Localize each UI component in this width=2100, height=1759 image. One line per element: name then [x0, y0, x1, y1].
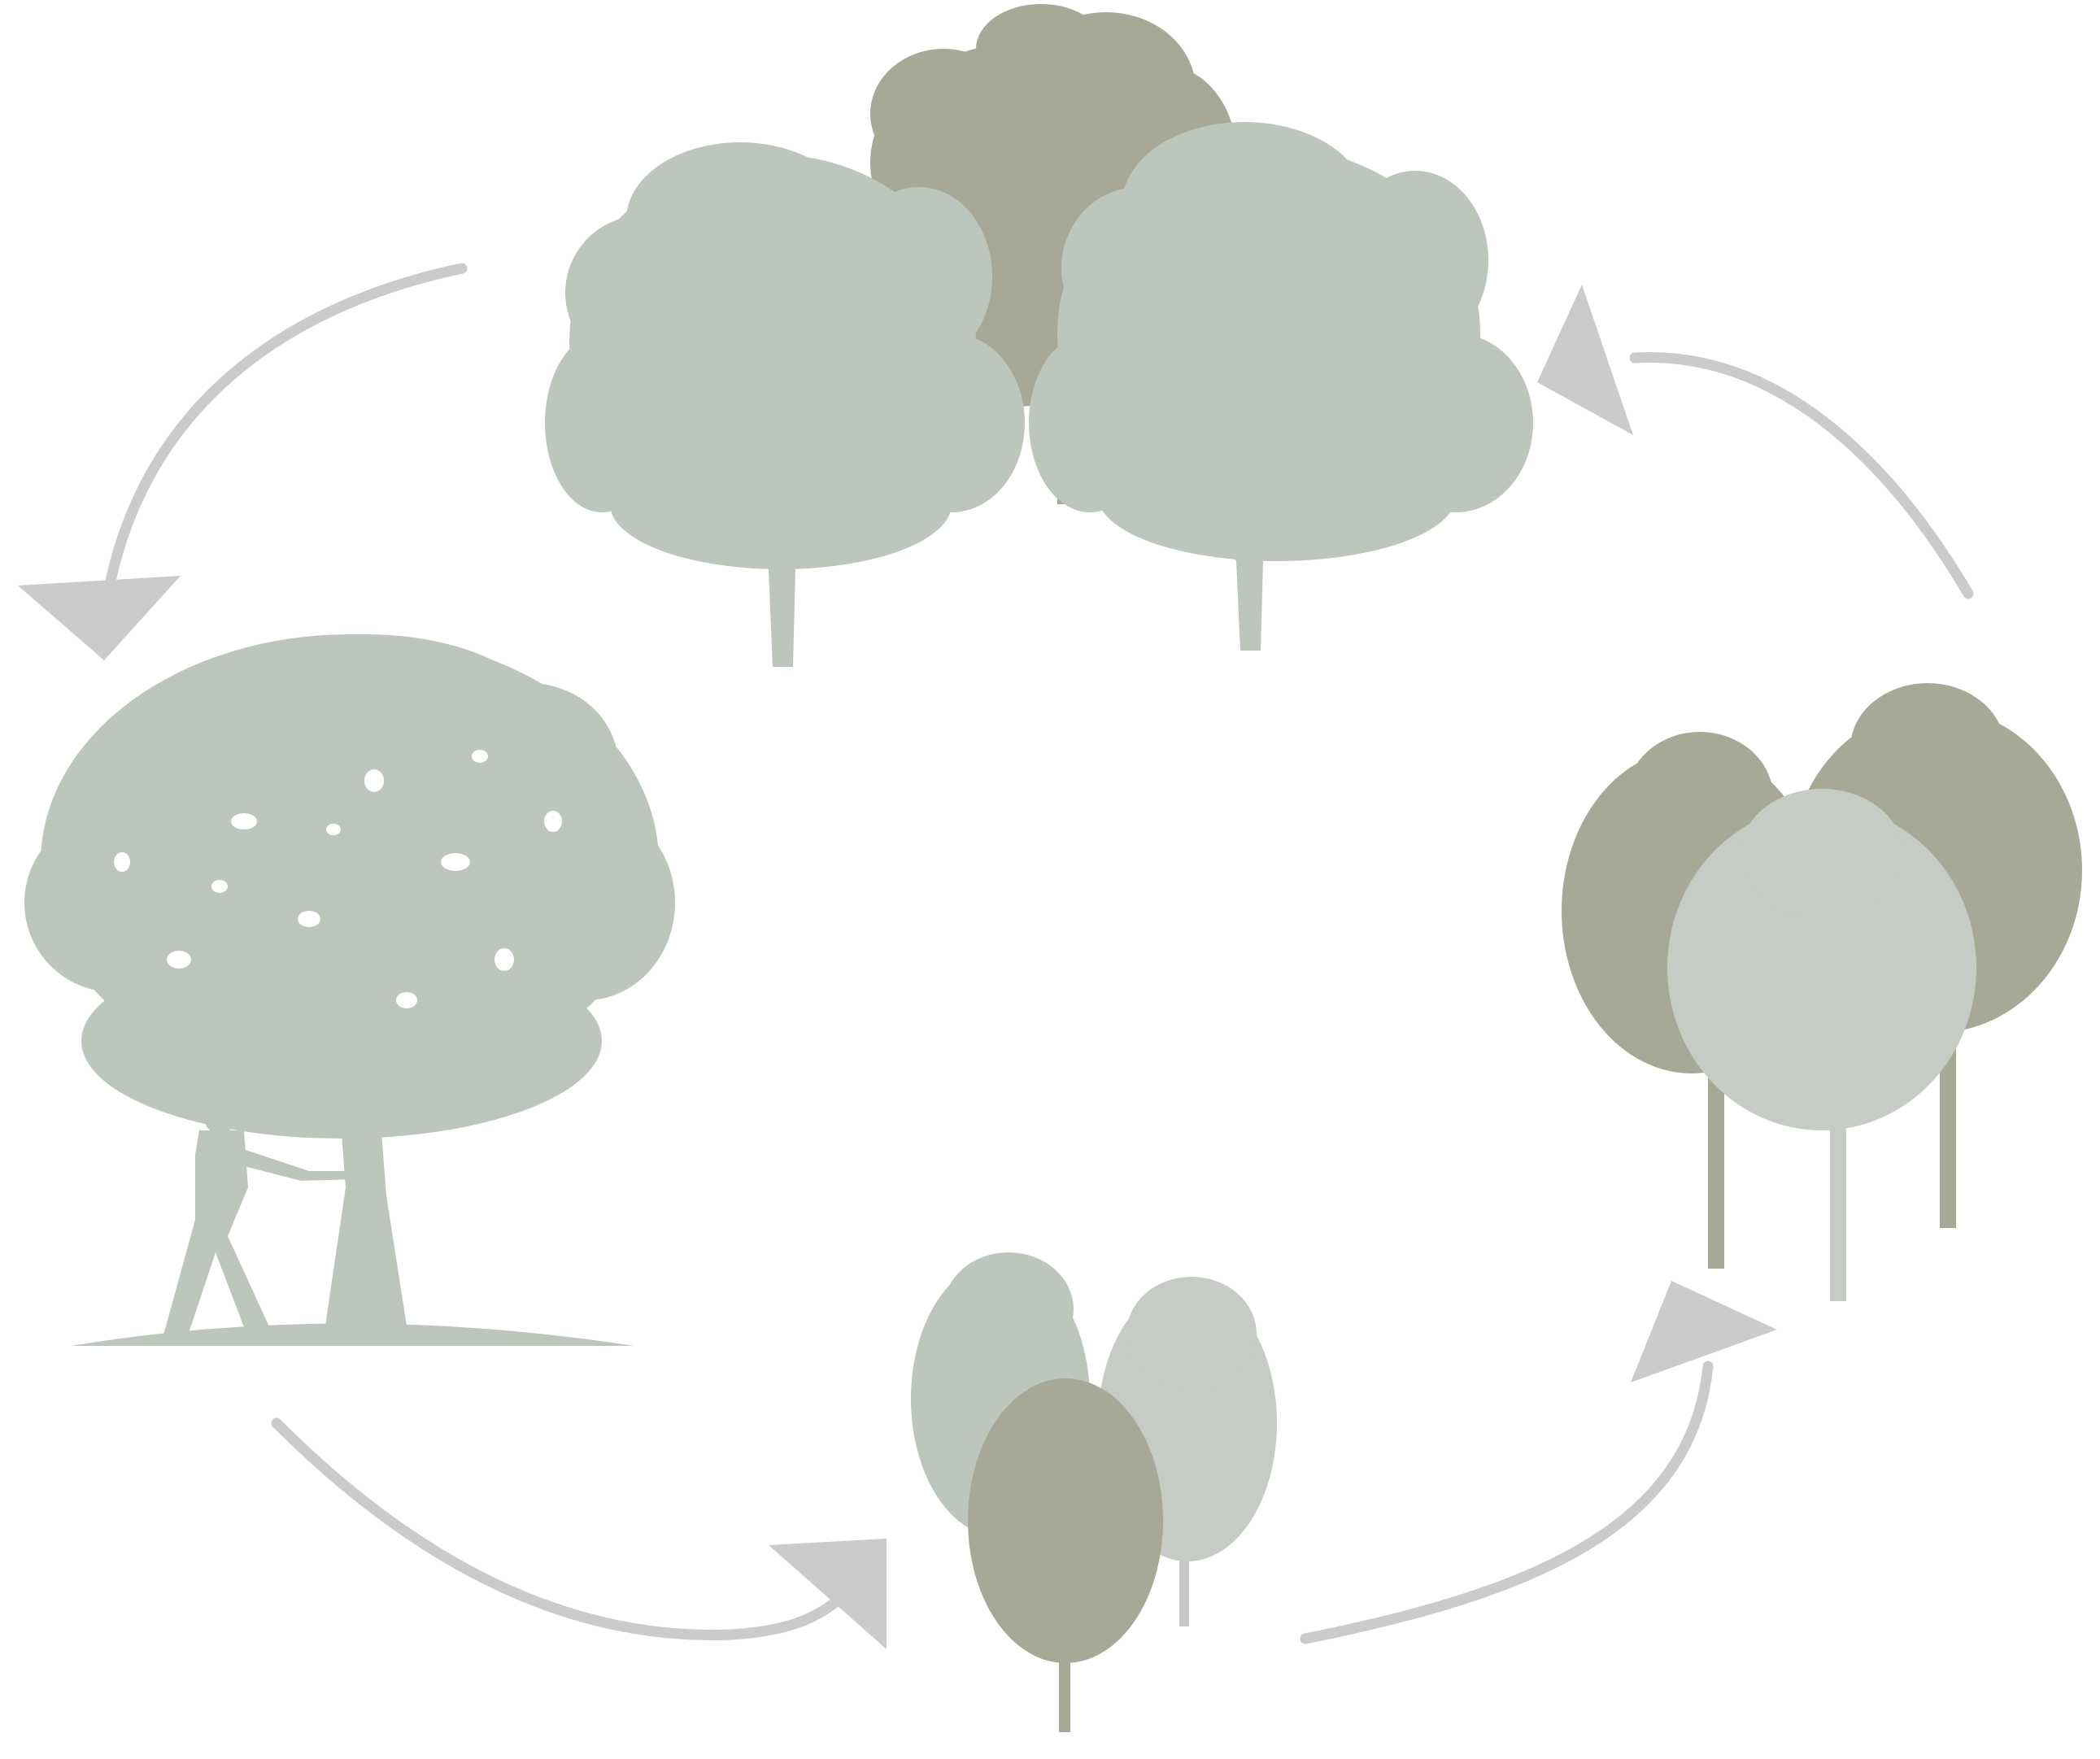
- arrow-bottom-to-right: [1300, 1281, 1777, 1644]
- arrow-head-icon: [1537, 285, 1633, 435]
- arrow-head-icon: [1631, 1281, 1777, 1382]
- arrow-head-icon: [769, 1539, 887, 1649]
- arrow-left-to-bottom: [271, 1417, 887, 1649]
- growing-trees-icon: [1562, 683, 2082, 1301]
- lumberjack-felling-tree-icon: [24, 634, 675, 1346]
- arrow-top-to-left: [18, 263, 468, 660]
- arrow-head-icon: [18, 576, 181, 660]
- mature-trees-icon: [545, 4, 1533, 667]
- young-trees-icon: [911, 1252, 1277, 1732]
- arrow-right-to-top: [1537, 285, 1974, 599]
